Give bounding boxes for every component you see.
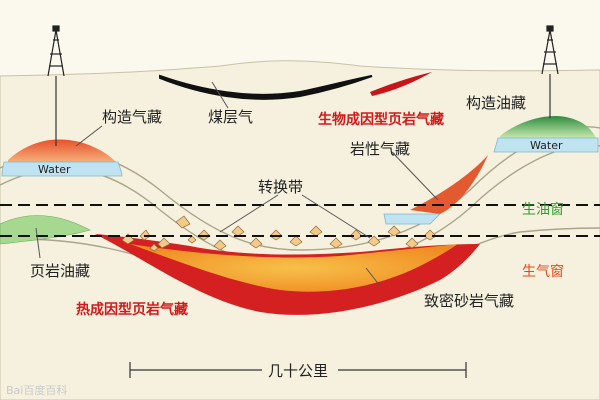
coalbed-streak (159, 74, 373, 100)
scale-bar (129, 362, 467, 378)
derrick-left-icon (47, 25, 65, 77)
label-thermogenic-shale-gas: 热成因型页岩气藏 (76, 301, 188, 318)
biogenic-shale-streak (370, 72, 432, 96)
label-gas-window: 生气窗 (522, 263, 564, 280)
label-coalbed-gas: 煤层气 (208, 108, 253, 126)
tight-sand-gas-body (130, 244, 458, 292)
lithologic-gas-wedge (410, 155, 488, 214)
label-oil-window: 生油窗 (522, 201, 564, 218)
structural-oil-water (493, 137, 599, 153)
label-biogenic-shale-gas: 生物成因型页岩气藏 (318, 111, 444, 128)
label-water-left: Water (38, 163, 71, 176)
label-shale-oil: 页岩油藏 (30, 262, 90, 280)
ground-surface (0, 60, 600, 400)
derrick-right-icon (541, 25, 559, 75)
label-structural-gas: 构造气藏 (102, 108, 162, 126)
label-scale: 几十公里 (268, 362, 328, 380)
lithologic-gas-water (383, 213, 441, 225)
watermark: Bai百度百科 (6, 383, 67, 397)
label-structural-oil: 构造油藏 (466, 94, 526, 112)
callout-lines (35, 81, 439, 287)
structural-gas-water (1, 161, 123, 177)
label-transition-zone: 转换带 (258, 178, 303, 196)
structural-oil-cap (500, 116, 596, 138)
label-tight-sand-gas: 致密砂岩气藏 (424, 292, 514, 310)
structural-gas-cap (8, 139, 116, 162)
label-lithologic-gas: 岩性气藏 (350, 140, 410, 158)
label-water-right: Water (530, 139, 563, 152)
